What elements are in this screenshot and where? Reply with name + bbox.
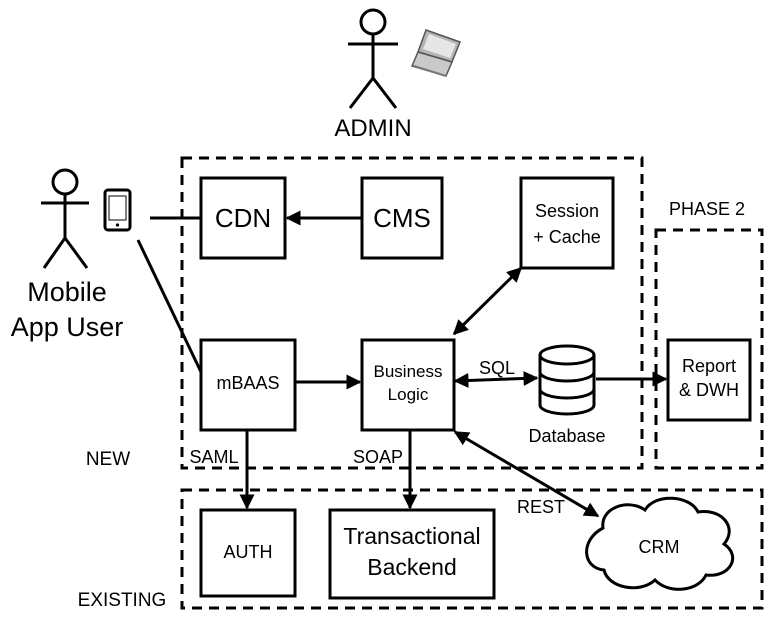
crm-label: CRM: [639, 537, 680, 557]
phase2-zone: [654, 228, 764, 470]
sql-label: SQL: [479, 358, 515, 378]
mobile-user-actor-icon: [41, 168, 89, 269]
svg-text:AUTH: AUTH: [224, 542, 273, 562]
cms-box: CMS: [360, 176, 444, 260]
cloud-icon: [585, 496, 735, 591]
business-logic-crm-arrow: [453, 430, 600, 518]
soap-label: SOAP: [353, 447, 403, 467]
svg-text:CDN: CDN: [215, 203, 271, 233]
phase2-zone-label: PHASE 2: [669, 199, 745, 219]
new-zone: [180, 156, 644, 470]
svg-text:Backend: Backend: [367, 554, 457, 580]
database-cylinder-icon: [538, 344, 596, 416]
business-logic-database-arrow: [453, 370, 539, 389]
svg-text:mBAAS: mBAAS: [216, 373, 279, 393]
admin-actor-icon: [348, 8, 398, 109]
mobile-phone-icon: [103, 188, 132, 232]
report-dwh-box: Report & DWH: [666, 338, 752, 422]
rest-label: REST: [517, 497, 565, 517]
svg-text:Business: Business: [374, 362, 443, 381]
auth-box: AUTH: [199, 508, 297, 598]
svg-text:Logic: Logic: [388, 385, 429, 404]
new-zone-label: NEW: [86, 449, 130, 470]
existing-zone-label: EXISTING: [78, 590, 167, 611]
saml-label: SAML: [189, 447, 238, 467]
business-logic-box: Business Logic: [360, 338, 456, 432]
laptop-icon: [410, 29, 461, 77]
database-label: Database: [528, 426, 605, 446]
svg-text:Transactional: Transactional: [343, 523, 480, 549]
mobile-user-label-line1: Mobile: [27, 277, 107, 307]
cdn-box: CDN: [199, 176, 287, 260]
svg-text:Report: Report: [682, 356, 736, 376]
svg-text:CMS: CMS: [373, 203, 431, 233]
svg-text:Session: Session: [535, 201, 599, 221]
svg-text:+ Cache: + Cache: [533, 227, 601, 247]
admin-label: ADMIN: [334, 115, 411, 142]
session-cache-box: Session + Cache: [519, 176, 615, 270]
mbaas-box: mBAAS: [199, 338, 297, 432]
user-to-mbaas-line: [136, 239, 203, 373]
business-logic-session-arrow: [452, 266, 523, 336]
svg-text:& DWH: & DWH: [679, 380, 739, 400]
transactional-backend-box: Transactional Backend: [328, 508, 496, 600]
mobile-user-label-line2: App User: [11, 312, 124, 342]
